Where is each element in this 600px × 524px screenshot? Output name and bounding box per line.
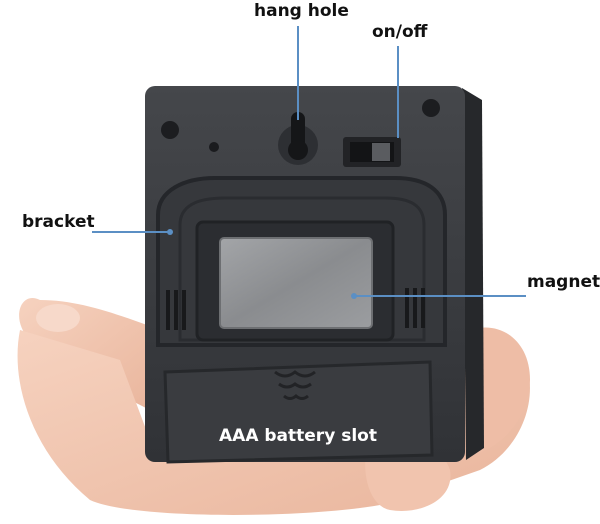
power-switch <box>343 137 401 167</box>
small-hole <box>209 142 219 152</box>
thumbnail <box>36 304 80 332</box>
label-battery-slot: AAA battery slot <box>219 426 377 446</box>
vent-right <box>405 288 425 328</box>
leader-dot-bracket <box>167 229 173 235</box>
vent-left <box>166 290 186 330</box>
label-bracket: bracket <box>22 212 95 232</box>
label-on-off: on/off <box>372 22 428 42</box>
magnet <box>219 237 373 329</box>
battery-cover <box>163 360 434 464</box>
screw-hole-right <box>422 99 440 117</box>
label-magnet: magnet <box>527 272 600 292</box>
leader-dot-magnet <box>351 293 357 299</box>
label-hang-hole: hang hole <box>254 1 349 21</box>
hang-hole <box>278 112 318 165</box>
screw-hole-left <box>161 121 179 139</box>
device-side <box>462 88 484 460</box>
leader-lines <box>92 26 526 297</box>
finger-right <box>470 327 530 455</box>
